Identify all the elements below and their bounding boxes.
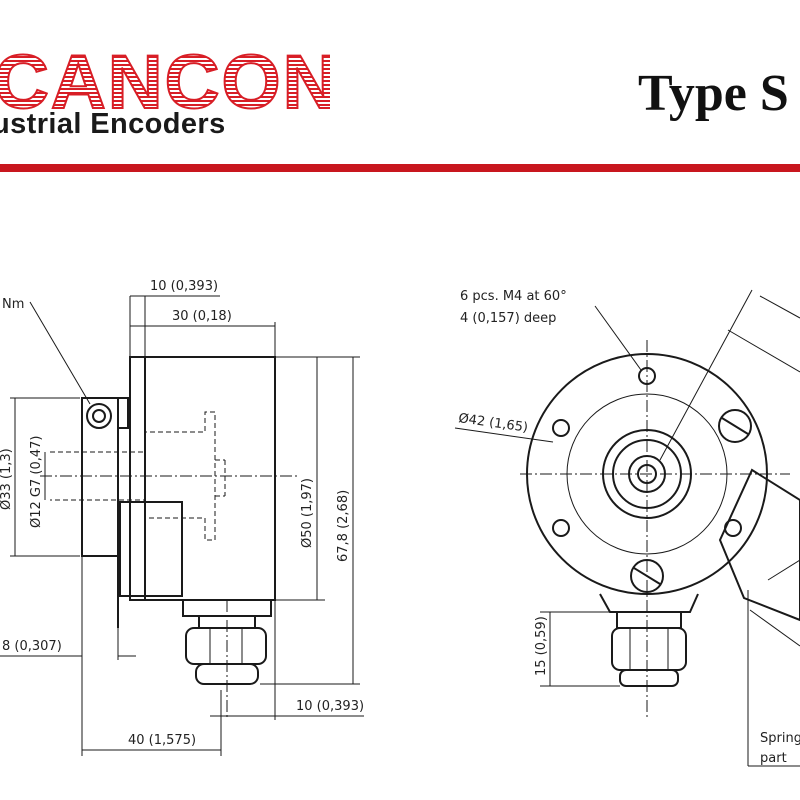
angled-dim-3 [727, 329, 800, 373]
holes-leader [594, 305, 642, 371]
mounting-hole-icon [552, 419, 570, 437]
dim-dia33: Ø33 (1,3) [0, 448, 14, 510]
spring-label-2: part [760, 751, 787, 766]
company-logo: CANCON [0, 39, 339, 133]
dim-dia12: Ø12 G7 (0,47) [29, 436, 44, 528]
dim-30: 30 (0,18) [172, 309, 232, 324]
logo-subtitle: ustrial Encoders [0, 108, 226, 140]
spring-label-1: Spring [760, 731, 800, 746]
angled-dim-2 [759, 295, 800, 319]
dim-10-top: 10 (0,393) [150, 279, 218, 294]
angled-dim-5 [767, 559, 800, 581]
front-gland-nut [611, 627, 687, 671]
angled-dim-4 [749, 609, 800, 647]
document-title: Type S [638, 65, 789, 122]
gland-nut [185, 627, 267, 665]
mounting-hole-icon [724, 519, 742, 537]
housing-body [129, 356, 276, 601]
stator-coupling [119, 501, 183, 597]
holes-note-2: 4 (0,157) deep [460, 311, 556, 326]
holes-note-1: 6 pcs. M4 at 60° [460, 289, 567, 304]
front-view: 6 pcs. M4 at 60° 4 (0,157) deep Ø42 (1,6… [454, 289, 800, 767]
dim-15: 15 (0,59) [534, 616, 549, 676]
logo-text: CANCON [0, 40, 330, 120]
torque-label: Nm [2, 297, 24, 312]
clamp-block [117, 397, 129, 429]
dim-67-8: 67,8 (2,68) [336, 490, 351, 562]
connector-boss [599, 593, 699, 613]
front-gland-cap [619, 669, 679, 687]
dim-40: 40 (1,575) [128, 733, 196, 748]
dim-dia50: Ø50 (1,97) [300, 478, 315, 548]
dia42-leader [454, 427, 554, 443]
clamp-screw-icon [86, 403, 112, 429]
mounting-hole-icon [552, 519, 570, 537]
dim-0307: 8 (0,307) [2, 639, 62, 654]
header-rule [0, 164, 800, 172]
side-view: 10 (0,393) 30 (0,18) Ø50 (1,97) 67,8 (2,… [0, 279, 364, 756]
torque-leader [29, 301, 91, 405]
screw-head-icon [718, 409, 752, 443]
dim-10-bottom: 10 (0,393) [296, 699, 364, 714]
cable-housing [718, 468, 800, 622]
hub [81, 397, 119, 557]
dim-dia42: Ø42 (1,65) [457, 411, 528, 436]
logo-wordmark: CANCON [0, 39, 339, 126]
screw-slot [721, 417, 749, 435]
clamp-screw-inner [92, 409, 106, 423]
angled-dim-1 [659, 289, 753, 461]
front-gland-base [616, 611, 682, 629]
